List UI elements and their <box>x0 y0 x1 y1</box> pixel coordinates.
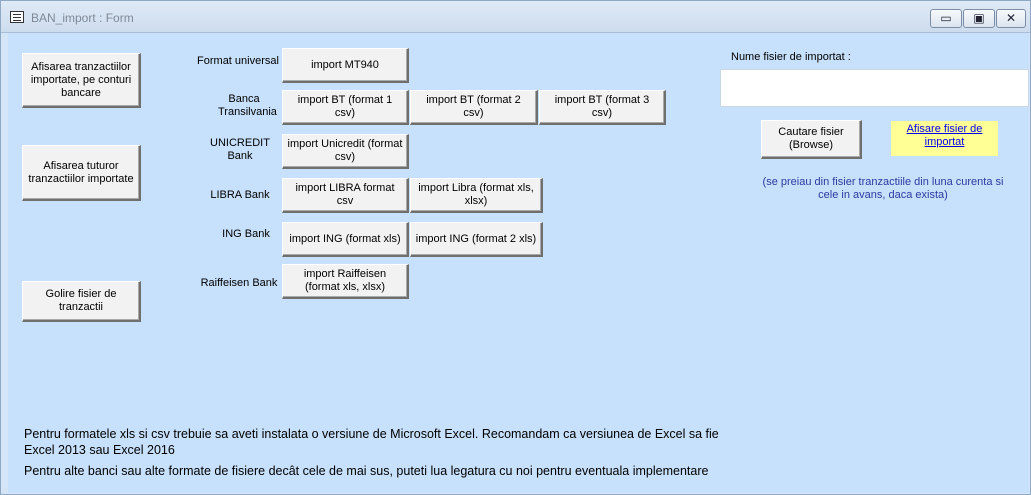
label-unicredit: UNICREDIT Bank <box>210 137 270 162</box>
window-title: BAN_import : Form <box>31 11 134 25</box>
label-banca-transilvania: Banca Transilvania <box>218 93 277 118</box>
footer-note-line1: Pentru formatele xls si csv trebuie sa a… <box>24 427 719 441</box>
footer-note-line3: Pentru alte banci sau alte formate de fi… <box>24 464 709 478</box>
form-icon <box>10 11 24 23</box>
file-name-input[interactable] <box>720 69 1029 107</box>
label-libra: LIBRA Bank <box>210 189 270 201</box>
import-bt-format1-button[interactable]: import BT (format 1 csv) <box>282 90 409 125</box>
label-raiffeisen: Raiffeisen Bank <box>200 277 278 289</box>
import-libra-xls-button[interactable]: import Libra (format xls, xlsx) <box>410 178 543 213</box>
clear-transactions-button[interactable]: Golire fisier de tranzactii <box>22 281 141 322</box>
maximize-icon: ▣ <box>973 11 985 25</box>
import-bt-format3-button[interactable]: import BT (format 3 csv) <box>539 90 666 125</box>
import-libra-csv-button[interactable]: import LIBRA format csv <box>282 178 409 213</box>
browse-button[interactable]: Cautare fisier (Browse) <box>761 120 862 159</box>
close-button[interactable]: ✕ <box>996 9 1026 28</box>
maximize-button[interactable]: ▣ <box>963 9 995 28</box>
file-name-label: Nume fisier de importat : <box>731 51 851 63</box>
import-bt-format2-button[interactable]: import BT (format 2 csv) <box>410 90 538 125</box>
label-format-universal: Format universal <box>197 55 279 67</box>
label-ing: ING Bank <box>222 228 270 240</box>
minimize-icon: ▭ <box>940 11 952 25</box>
minimize-button[interactable]: ▭ <box>930 9 962 28</box>
import-raiffeisen-button[interactable]: import Raiffeisen (format xls, xlsx) <box>282 264 409 299</box>
show-file-link[interactable]: Afisare fisier de importat <box>891 121 998 156</box>
import-mt940-button[interactable]: import MT940 <box>282 48 409 83</box>
import-note: (se preiau din fisier tranzactiile din l… <box>762 176 1004 201</box>
import-unicredit-button[interactable]: import Unicredit (format csv) <box>282 134 409 169</box>
import-ing-xls-button[interactable]: import ING (format xls) <box>282 222 409 257</box>
import-ing-format2-button[interactable]: import ING (format 2 xls) <box>410 222 543 257</box>
view-by-account-button[interactable]: Afisarea tranzactiilor importate, pe con… <box>22 53 141 108</box>
title-bar[interactable]: BAN_import : Form ▭ ▣ ✕ <box>1 1 1030 33</box>
footer-note-line2: Excel 2013 sau Excel 2016 <box>24 443 175 457</box>
view-all-transactions-button[interactable]: Afisarea tuturor tranzactiilor importate <box>22 145 141 201</box>
close-icon: ✕ <box>1005 11 1017 25</box>
